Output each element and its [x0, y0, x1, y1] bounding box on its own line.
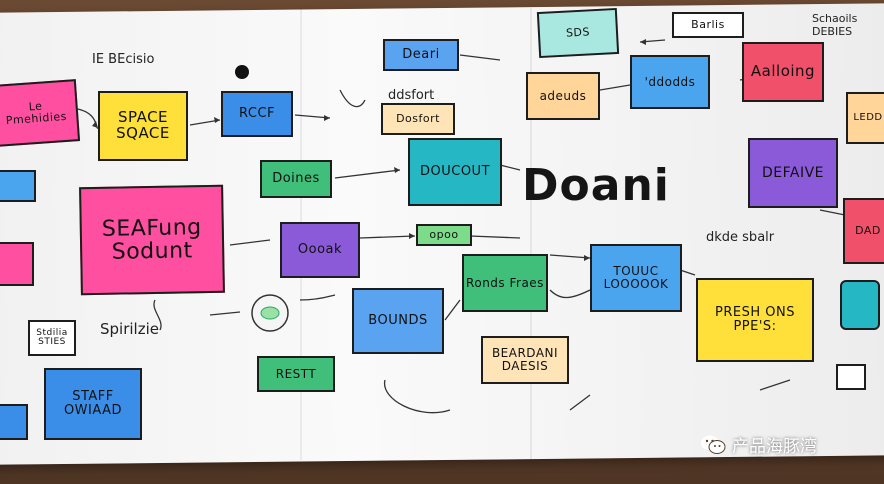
wechat-icon — [700, 434, 726, 456]
sticky-note: 'ddodds — [630, 55, 710, 109]
sticky-note: PRESH ONS PPE'S: — [696, 278, 814, 362]
sticky-note: adeuds — [526, 72, 600, 120]
sticky-note: LEDD — [846, 92, 884, 144]
sticky-note: Stdilia STIES — [28, 320, 76, 356]
sticky-note-partial — [0, 170, 36, 202]
sticky-note: SEAFung Sodunt — [79, 184, 225, 296]
sticky-note: Deari — [383, 39, 459, 71]
sticky-note: Oooak — [280, 222, 360, 278]
sticky-note: DAD — [843, 198, 884, 264]
sticky-note-partial — [0, 404, 28, 440]
sticky-note: DEFAIVE — [748, 138, 838, 208]
handwritten-label: Schaoils DEBIES — [812, 12, 858, 39]
sticky-note: Ronds Fraes — [462, 254, 548, 312]
sticky-note: STAFF OWIAAD — [44, 368, 142, 440]
sticky-note-partial — [840, 280, 880, 330]
sticky-note: opoo — [416, 224, 472, 246]
sticky-note: Doines — [260, 160, 332, 198]
sticky-note: Le Pmehidies — [0, 79, 81, 147]
sticky-note: Barlis — [672, 12, 744, 38]
handwritten-label: IE BEcisio — [92, 52, 155, 67]
handwritten-label: Spirilzie — [100, 320, 159, 338]
sticky-note: DOUCOUT — [408, 138, 502, 206]
watermark-text: 产品海豚湾 — [732, 437, 817, 457]
sticky-note: SPACE SQACE — [98, 91, 188, 161]
paper-fold — [530, 8, 532, 460]
sticky-note: TOUUC LOOOOOK — [590, 244, 682, 312]
sticky-note-partial — [0, 242, 34, 286]
handwritten-label: ddsfort — [388, 88, 435, 103]
sticky-note-partial — [836, 364, 866, 390]
sticky-note: BEARDANI DAESIS — [481, 336, 569, 384]
sticky-note: RESTT — [257, 356, 335, 392]
sticky-note: Aalloing — [742, 42, 824, 102]
handwritten-label: dkde sbalr — [706, 230, 775, 245]
sticky-note: RCCF — [221, 91, 293, 137]
sticky-note: SDS — [536, 7, 620, 59]
sticky-note: Dosfort — [381, 103, 455, 135]
board-title: Doani — [522, 160, 670, 211]
watermark: 产品海豚湾 — [700, 432, 817, 457]
sticky-note: BOUNDS — [352, 288, 444, 354]
